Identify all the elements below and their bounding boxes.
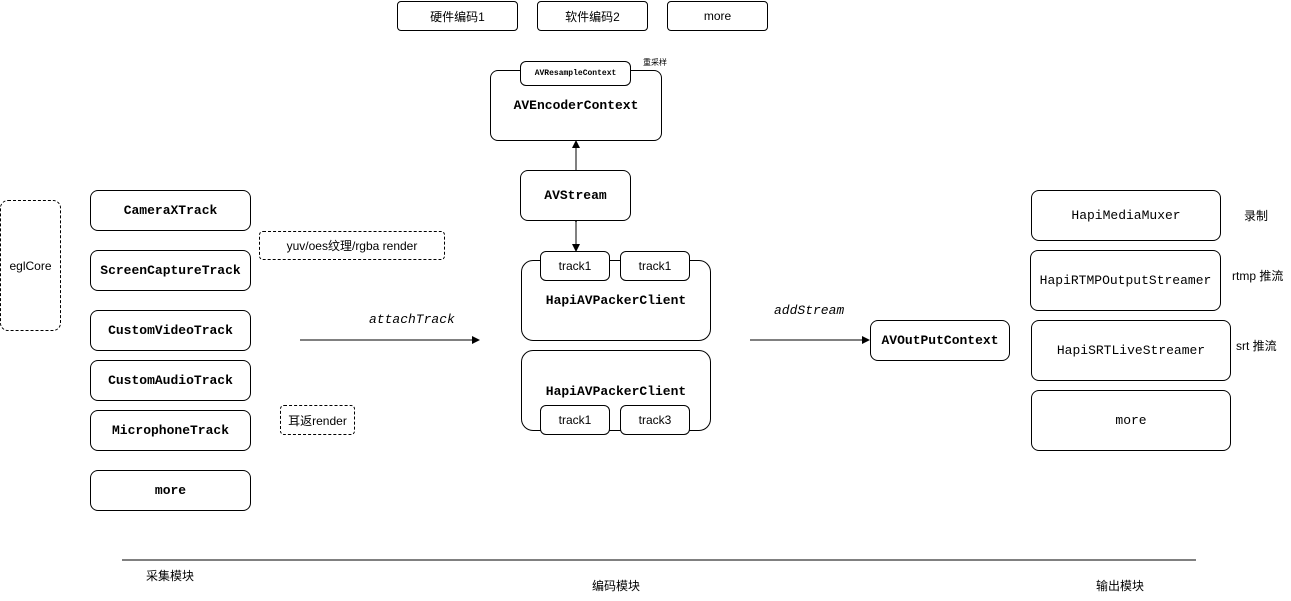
encoder-context-label: AVEncoderContext xyxy=(513,98,639,113)
output-media-muxer: HapiMediaMuxer xyxy=(1031,190,1221,241)
egl-core-box: eglCore xyxy=(0,200,61,331)
resample-context-box: AVResampleContext xyxy=(520,61,631,86)
packer-2-track-a: track1 xyxy=(540,405,610,435)
packer-1-track-a: track1 xyxy=(540,251,610,281)
ear-return-note-label: 耳返render xyxy=(288,413,347,428)
ear-return-note-box: 耳返render xyxy=(280,405,355,435)
hardware-encoder-box: 硬件编码1 xyxy=(397,1,518,31)
track-camerax: CameraXTrack xyxy=(90,190,251,231)
output-context-label: AVOutPutContext xyxy=(881,333,999,348)
packer-2-track-b: track3 xyxy=(620,405,690,435)
packer-1-track-b: track1 xyxy=(620,251,690,281)
track-more-label: more xyxy=(154,483,187,498)
track-custom-audio: CustomAudioTrack xyxy=(90,360,251,401)
output-rtmp-streamer: HapiRTMPOutputStreamer xyxy=(1030,250,1221,311)
resample-context-label: AVResampleContext xyxy=(534,69,617,78)
module-label-output: 输出模块 xyxy=(1096,579,1145,593)
packer-client-1-label: HapiAVPackerClient xyxy=(545,293,687,308)
attach-track-label: attachTrack xyxy=(369,312,455,327)
module-label-capture: 采集模块 xyxy=(146,569,195,583)
track-camerax-label: CameraXTrack xyxy=(123,203,218,218)
track-custom-video-label: CustomVideoTrack xyxy=(108,323,233,338)
packer-2-track-b-label: track3 xyxy=(638,413,672,427)
track-custom-video: CustomVideoTrack xyxy=(90,310,251,351)
output-context-box: AVOutPutContext xyxy=(870,320,1010,361)
module-label-encode: 编码模块 xyxy=(592,579,641,593)
track-screen-capture-label: ScreenCaptureTrack xyxy=(100,263,241,278)
track-more: more xyxy=(90,470,251,511)
packer-2-track-a-label: track1 xyxy=(558,413,592,427)
track-microphone: MicrophoneTrack xyxy=(90,410,251,451)
packer-client-2-label: HapiAVPackerClient xyxy=(545,384,687,399)
packer-1-track-b-label: track1 xyxy=(638,259,672,273)
hardware-encoder-label: 硬件编码1 xyxy=(430,9,485,24)
output-srt-streamer-label: HapiSRTLiveStreamer xyxy=(1056,343,1206,358)
output-note-record: 录制 xyxy=(1244,209,1269,223)
software-encoder-box: 软件编码2 xyxy=(537,1,648,31)
output-srt-streamer: HapiSRTLiveStreamer xyxy=(1031,320,1231,381)
track-custom-audio-label: CustomAudioTrack xyxy=(108,373,233,388)
output-rtmp-streamer-label: HapiRTMPOutputStreamer xyxy=(1039,273,1212,288)
track-screen-capture: ScreenCaptureTrack xyxy=(90,250,251,291)
render-note-box: yuv/oes纹理/rgba render xyxy=(259,231,445,260)
output-media-muxer-label: HapiMediaMuxer xyxy=(1071,208,1181,223)
track-microphone-label: MicrophoneTrack xyxy=(111,423,230,438)
resample-note: 重采样 xyxy=(643,58,667,67)
more-encoder-label: more xyxy=(703,9,732,23)
render-note-label: yuv/oes纹理/rgba render xyxy=(286,239,418,253)
output-more: more xyxy=(1031,390,1231,451)
more-encoder-box: more xyxy=(667,1,768,31)
output-note-rtmp: rtmp 推流 xyxy=(1232,269,1284,283)
packer-1-track-a-label: track1 xyxy=(558,259,592,273)
output-more-label: more xyxy=(1115,413,1147,428)
av-stream-box: AVStream xyxy=(520,170,631,221)
egl-core-label: eglCore xyxy=(9,258,52,273)
av-stream-label: AVStream xyxy=(544,188,607,203)
add-stream-label: addStream xyxy=(774,303,845,318)
software-encoder-label: 软件编码2 xyxy=(565,9,620,24)
output-note-srt: srt 推流 xyxy=(1236,339,1277,353)
